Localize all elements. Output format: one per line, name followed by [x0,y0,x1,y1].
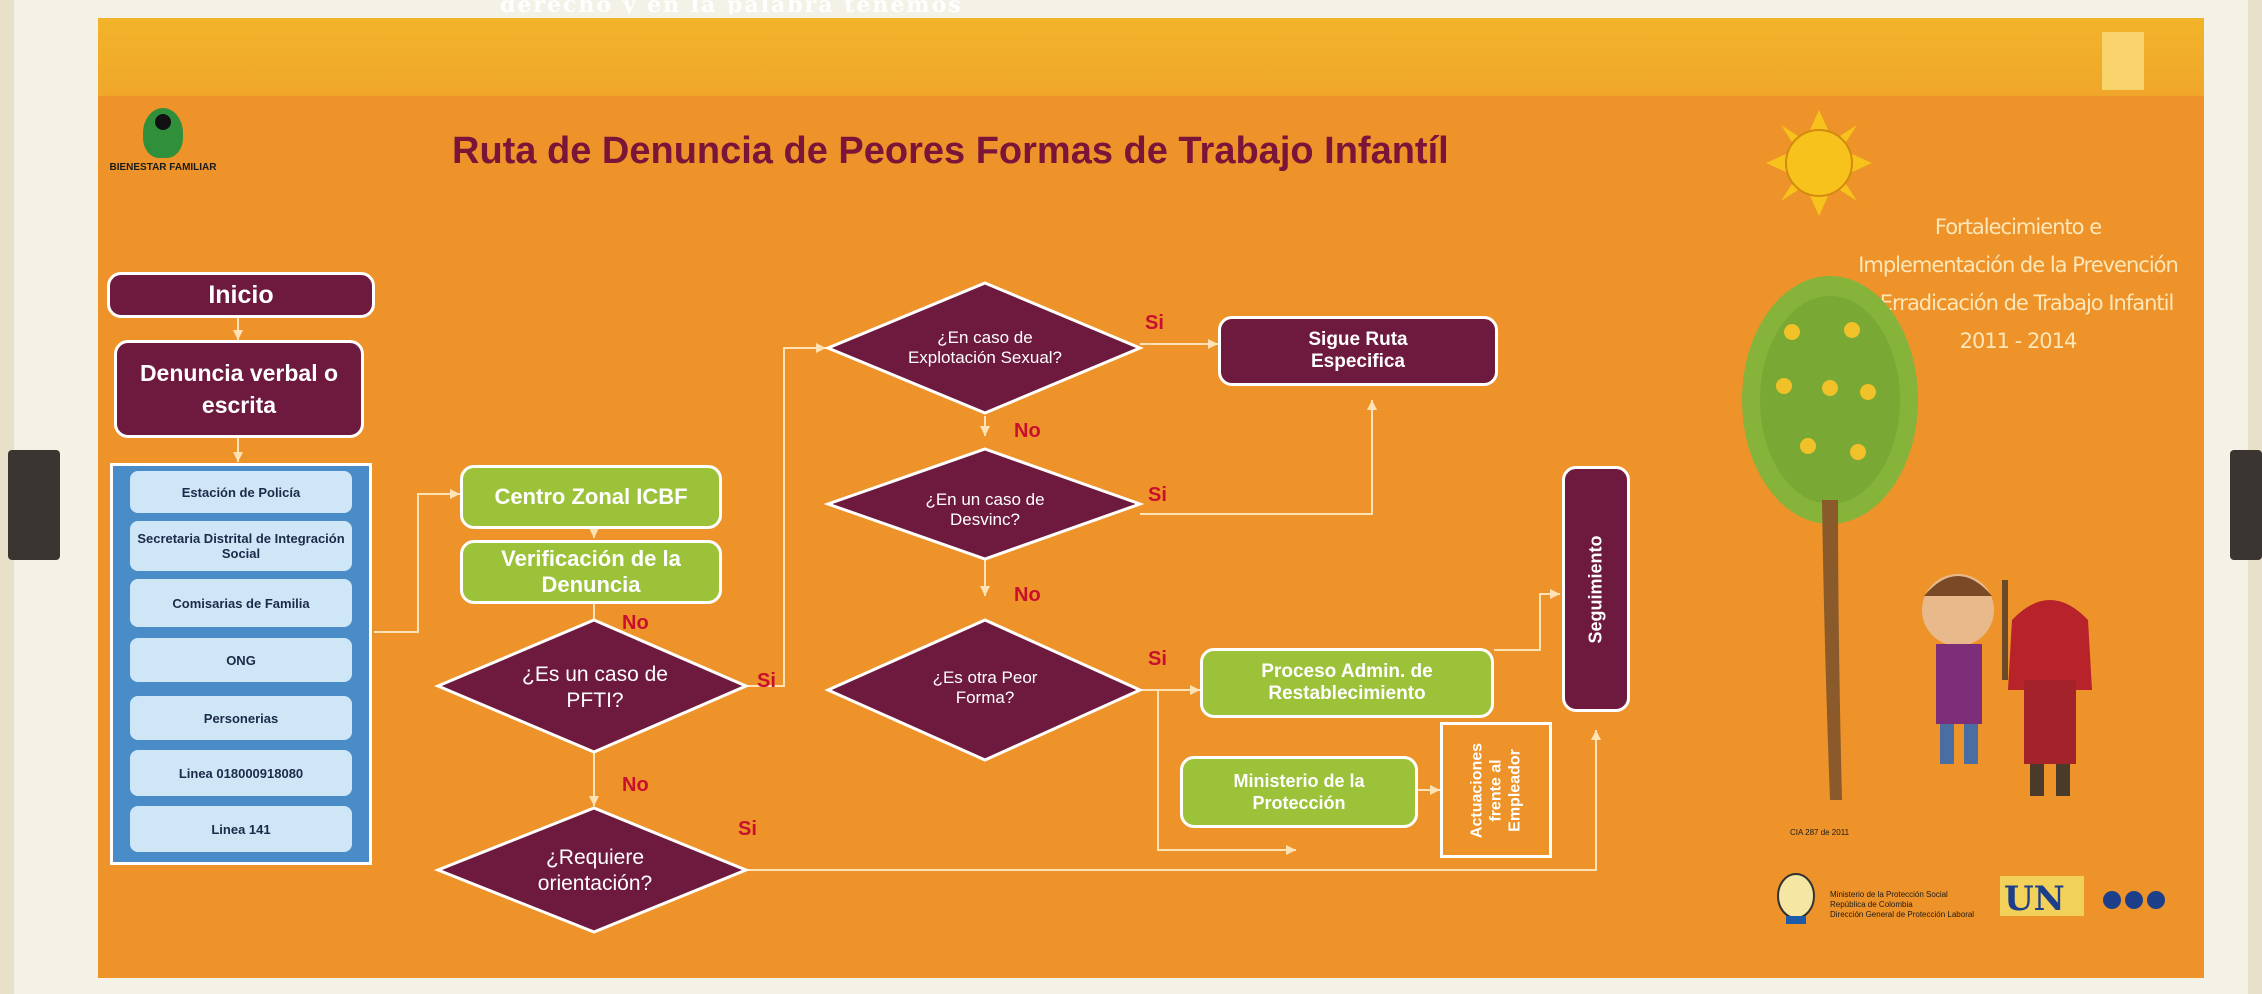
diamond-otra-peor [824,618,1144,762]
actuaciones-text: Actuaciones frente al Empleador [1468,742,1524,838]
label-si-2: Si [738,818,757,840]
label-si-3: Si [1145,312,1164,334]
option-linea-141: Linea 141 [130,806,352,852]
top-cut-text: derecho y en la palabra tenemos [500,0,963,14]
left-border [0,0,14,994]
un-logo-icon: UN [2000,876,2165,919]
sigue-ruta-node: Sigue Ruta Especifica [1218,316,1498,386]
coat-of-arms-icon [1777,873,1815,924]
diamond-desvinc [823,447,1145,561]
diamond-explotacion [824,281,1144,415]
page-title: Ruta de Denuncia de Peores Formas de Tra… [452,130,1449,172]
requiere-text: ¿Requiere orientación? [537,846,653,895]
label-si-1: Si [757,670,776,692]
family-logo-icon [143,108,183,158]
svg-text:UN: UN [2004,879,2065,919]
proceso-admin-node: Proceso Admin. de Restablecimiento [1200,648,1494,718]
left-nav-tab[interactable] [8,450,60,560]
option-secretaria: Secretaria Distrital de Integración Soci… [130,521,352,571]
label-no-3: No [1014,420,1041,442]
bienestar-logo: BIENESTAR FAMILIAR [108,108,218,218]
diamond-requiere [433,806,750,934]
label-si-4: Si [1148,484,1167,506]
slide [98,18,2204,978]
verificacion-node: Verificación de la Denuncia [460,540,722,604]
label-no-1: No [622,612,649,634]
denuncia-node: Denuncia verbal o escrita [114,340,364,438]
program-text: Fortalecimiento e Implementación de la P… [1858,215,2179,353]
inicio-node: Inicio [107,272,375,318]
diamond-es-pfti [434,618,750,754]
ministerio-node: Ministerio de la Protección [1180,756,1418,828]
desvinc-text: ¿En un caso de Desvinc? [925,490,1045,529]
centro-zonal-node: Centro Zonal ICBF [460,465,722,529]
seguimiento-text: Seguimiento [1585,534,1606,644]
logo-text: BIENESTAR FAMILIAR [109,162,217,173]
label-si-5: Si [1148,648,1167,670]
corner-block [2102,32,2144,90]
es-pfti-text: ¿Es un caso de PFTI? [522,663,668,712]
sun-icon [1766,110,1872,216]
top-band [98,18,2204,96]
actuaciones-node: Actuaciones frente al Empleador [1440,722,1552,858]
option-estacion-policia: Estación de Policía [130,471,352,513]
explotacion-text: ¿En caso de Explotación Sexual? [907,328,1063,367]
option-comisarias: Comisarias de Familia [130,579,352,627]
seguimiento-node: Seguimiento [1562,466,1630,712]
option-ong: ONG [130,638,352,682]
label-no-2: No [622,774,649,796]
credit-note: CIA 287 de 2011 [1790,828,1850,837]
right-nav-tab[interactable] [2230,450,2262,560]
option-linea-018000: Linea 018000918080 [130,750,352,796]
option-personerias: Personerias [130,696,352,740]
otra-peor-text: ¿Es otra Peor Forma? [932,668,1038,707]
label-no-4: No [1014,584,1041,606]
tree-and-kids-illustration [1742,276,2092,800]
